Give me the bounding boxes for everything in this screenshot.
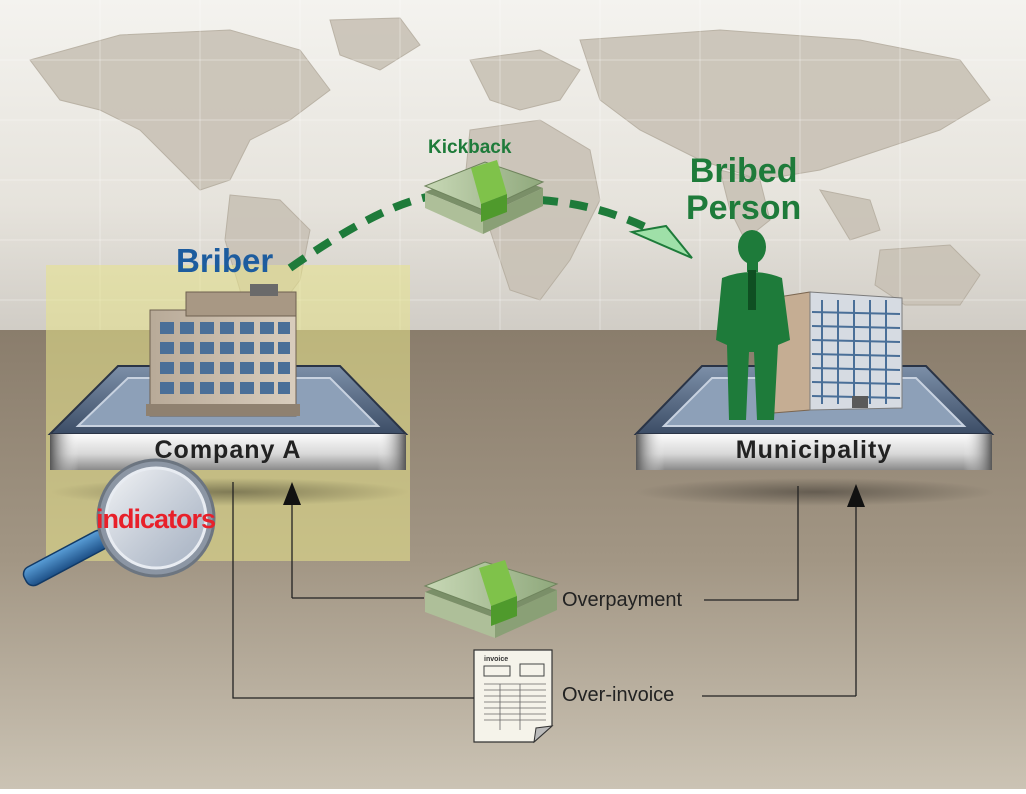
overpayment-label: Overpayment: [562, 589, 683, 611]
indicators-label: indicators: [96, 504, 216, 534]
municipality-platform-shadow: [635, 478, 995, 506]
invoice-document-icon: invoice: [473, 649, 554, 744]
bribed-person-label-line2: Person: [686, 189, 802, 227]
kickback-arc-left: [287, 192, 433, 272]
bribed-person-label-line1: Bribed: [689, 152, 798, 190]
kickback-label: Kickback: [428, 137, 512, 158]
bribed-person-label: Bribed Person: [686, 153, 801, 227]
over-invoice-arrowhead: [847, 484, 865, 507]
kickback-arrowhead: [628, 224, 693, 259]
over-invoice-label: Over-invoice: [562, 684, 675, 706]
company-label: Company A: [154, 436, 302, 464]
office-building-icon: [146, 284, 300, 417]
person-silhouette-icon: [716, 230, 790, 420]
magnifying-glass-icon: [22, 458, 216, 587]
money-bundle-icon: [423, 160, 545, 234]
overpayment-line-right: [704, 486, 799, 601]
money-bundle-icon: [423, 560, 559, 638]
over-invoice-line-left: [232, 482, 474, 699]
invoice-heading: invoice: [484, 656, 508, 663]
flow-lines: [232, 482, 857, 699]
briber-label: Briber: [176, 242, 274, 279]
overpayment-arrowhead: [283, 482, 301, 505]
municipality-label: Municipality: [735, 436, 893, 464]
